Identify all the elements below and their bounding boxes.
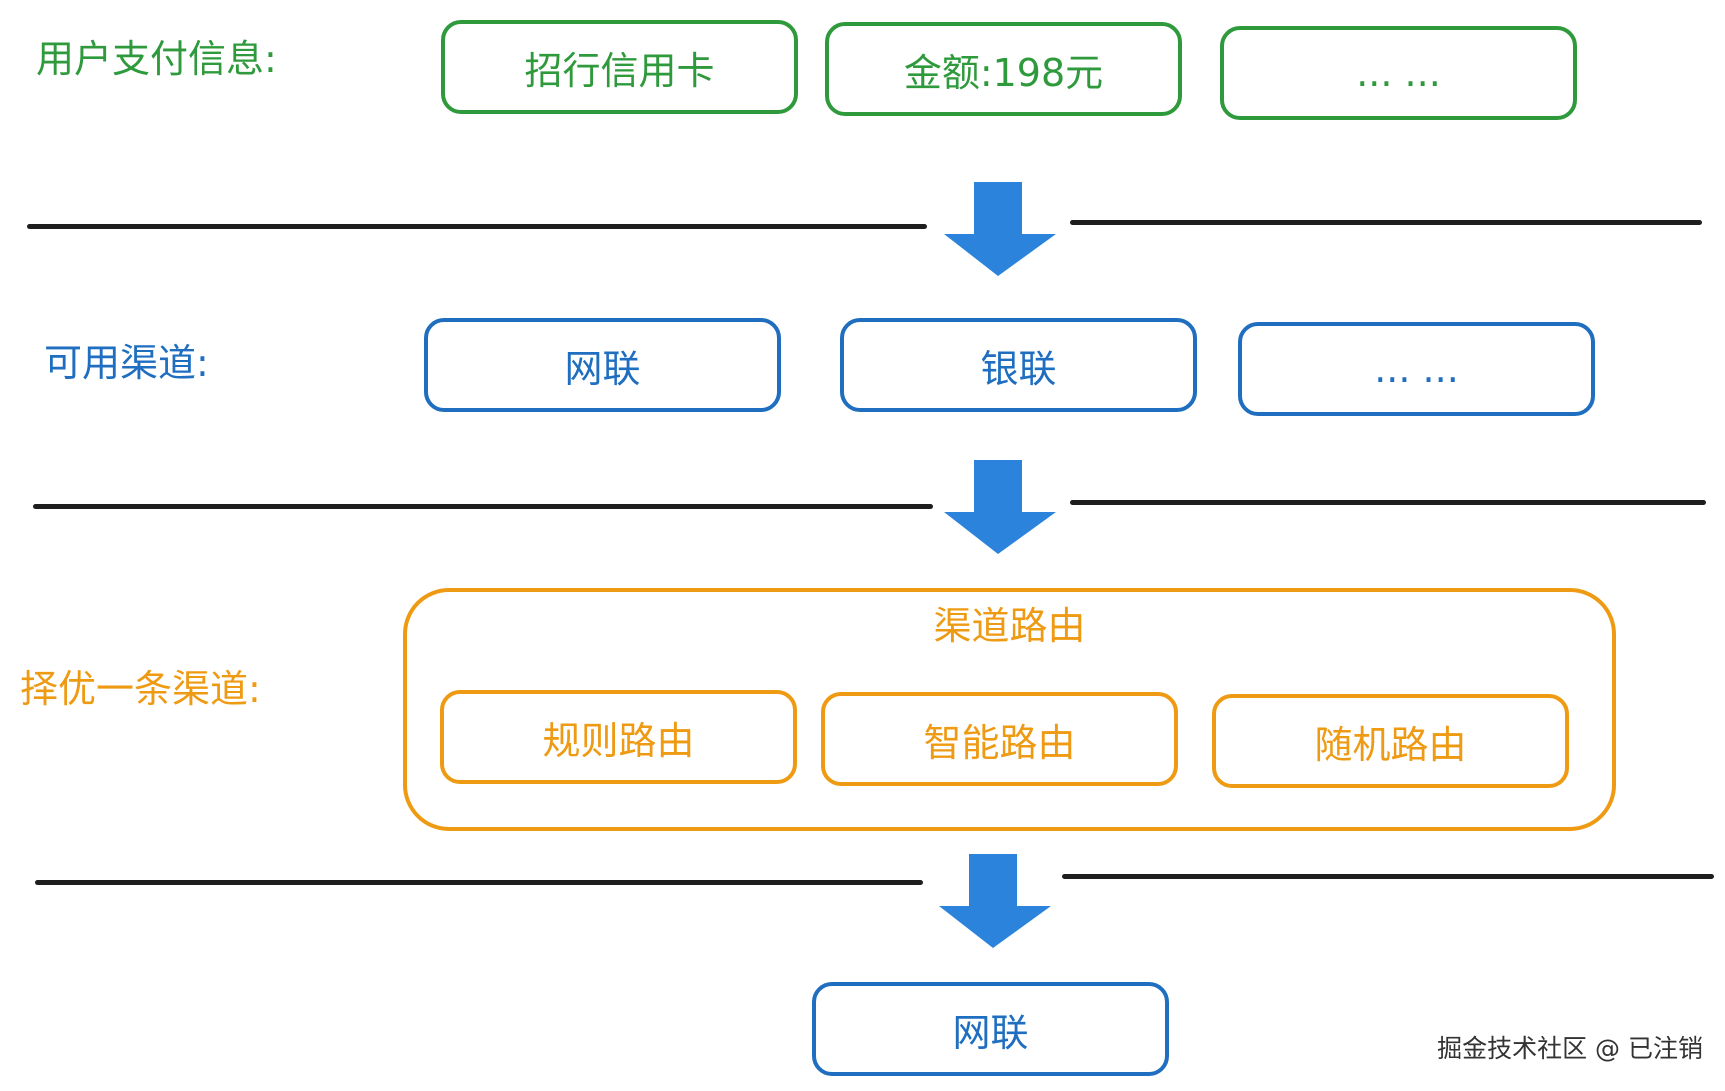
channel-wanglian-box: 网联: [424, 318, 781, 412]
random-routing-box: 随机路由: [1212, 694, 1569, 788]
divider-line-3-left: [35, 880, 923, 885]
divider-line-2-left: [33, 504, 933, 509]
divider-line-2-right: [1070, 500, 1706, 505]
down-arrow-icon-1: [944, 182, 1056, 276]
down-arrow-icon-2: [944, 460, 1056, 554]
channel-routing-container: 渠道路由: [403, 588, 1616, 831]
smart-routing-box: 智能路由: [821, 692, 1178, 786]
divider-line-3-right: [1062, 874, 1714, 879]
divider-line-1-right: [1070, 220, 1702, 225]
channel-routing-title: 渠道路由: [933, 604, 1086, 648]
divider-line-1-left: [27, 224, 927, 229]
result-channel-box: 网联: [812, 982, 1169, 1076]
payment-info-label: 用户支付信息:: [36, 37, 277, 81]
channel-yinlian-box: 银联: [840, 318, 1197, 412]
down-arrow-icon-3: [939, 854, 1051, 948]
channel-more-box: ... ...: [1238, 322, 1595, 416]
channels-label: 可用渠道:: [44, 341, 209, 385]
watermark: 掘金技术社区 @ 已注销: [1437, 1034, 1703, 1063]
payment-card-box: 招行信用卡: [441, 20, 798, 114]
rule-routing-box: 规则路由: [440, 690, 797, 784]
payment-amount-box: 金额:198元: [825, 22, 1182, 116]
payment-more-box: ... ...: [1220, 26, 1577, 120]
select-channel-label: 择优一条渠道:: [20, 667, 261, 711]
